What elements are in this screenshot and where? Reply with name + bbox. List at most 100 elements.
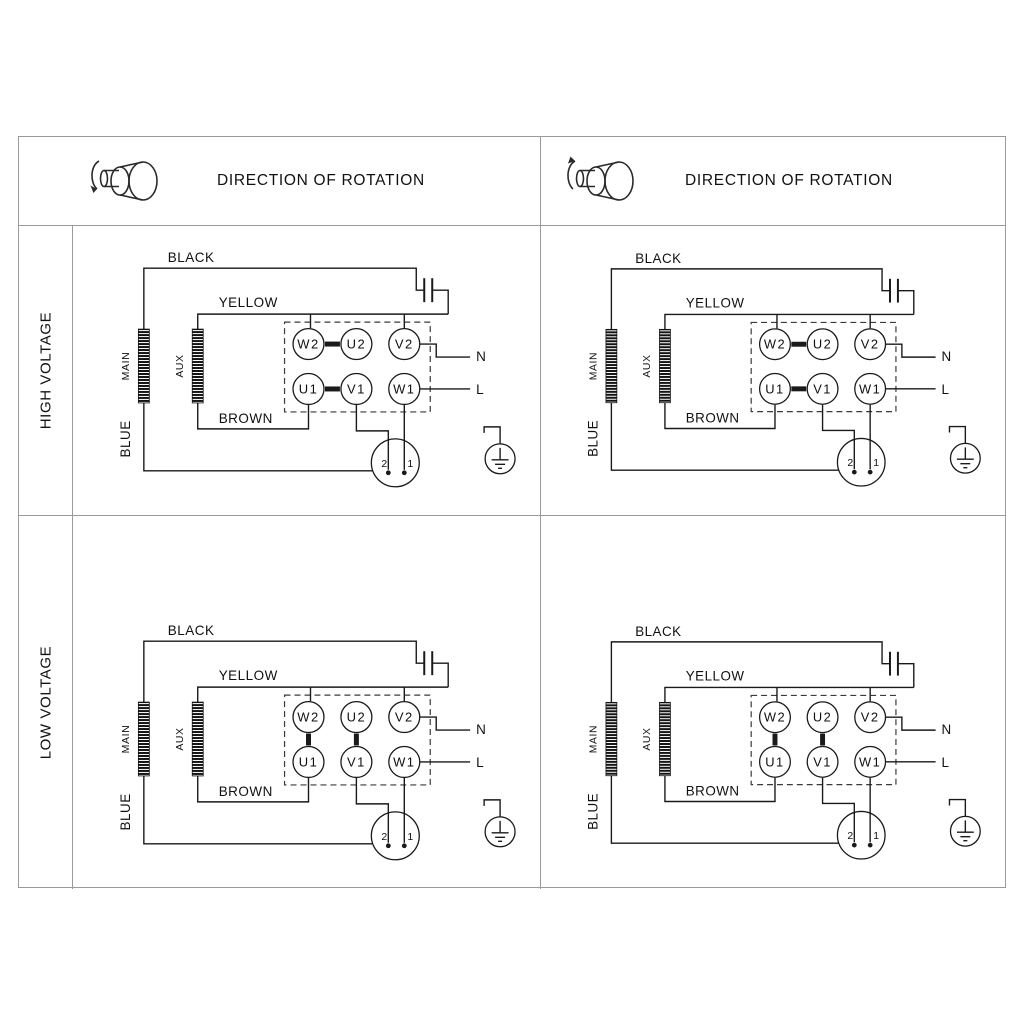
wiring [143,267,471,472]
blue-wire [143,402,373,472]
black-wire-label: BLACK [635,624,681,639]
terminal-w1 [388,745,421,779]
motor-wiring-diagram: BLACK YELLOW BROWN BLUE MAIN AUX W2 U2 V… [586,251,981,487]
blue-wire [610,775,839,844]
wiring [610,268,936,471]
yellow-wire-label: YELLOW [686,669,745,684]
blue-wire [143,775,373,845]
yellow-wire [664,686,914,703]
terminal-v2 [854,328,887,361]
terminal-v1 [806,372,839,405]
capacitor-icon [889,278,899,303]
neutral-wire [419,343,471,358]
v1-to-plug-wire [821,777,855,843]
terminal-w2-label: W2 [297,337,319,352]
neutral-label: N [942,722,952,737]
main-winding [605,328,618,404]
terminal-w2-label: W2 [764,710,786,725]
yellow-wire [197,686,449,703]
terminal-v1-label: V1 [813,754,832,769]
terminal-u2-label: U2 [813,337,832,352]
blue-wire-label: BLUE [118,793,133,830]
terminal-u2 [806,328,839,361]
plug-pin-1 [401,470,407,476]
terminal-u1 [758,372,791,405]
brown-wire-label: BROWN [686,411,740,426]
aux-winding-label: AUX [175,727,186,750]
terminal-v1 [806,745,839,778]
high-voltage-row: HIGH VOLTAGE [19,226,1005,516]
terminal-u1 [292,745,325,779]
terminal-w2 [292,700,325,734]
ground-icon [948,798,981,847]
yellow-wire-label: YELLOW [686,296,745,311]
plug-pin-2-label: 2 [381,459,387,470]
plug-connector [836,437,886,487]
blue-wire-label: BLUE [586,793,601,830]
blue-wire-label: BLUE [118,420,133,457]
low-voltage-row: LOW VOLTAGE [19,516,1005,889]
capacitor-icon [889,651,899,676]
terminal-w1-label: W1 [859,381,881,396]
row-label-low-voltage: LOW VOLTAGE [19,516,73,889]
terminal-v1 [340,745,373,779]
terminal-u1 [758,745,791,778]
ground-lead-wire [483,426,501,444]
black-wire-label: BLACK [168,250,215,265]
table-header-row: DIRECTION OF ROTATION DIRECTION OF ROTAT… [19,137,1005,226]
terminal-u1-label: U1 [765,381,784,396]
plug-pin-1-label: 1 [873,458,879,469]
terminal-u2-label: U2 [813,710,832,725]
main-winding [137,701,150,777]
yellow-wire [197,313,449,330]
brown-wire [197,775,310,803]
plug-pin-2-label: 2 [847,831,853,842]
terminal-w1-label: W1 [393,754,415,769]
main-winding-label: MAIN [589,352,600,380]
motor-wiring-diagram: BLACK YELLOW BROWN BLUE MAIN AUX W2 U2 V… [118,250,516,488]
aux-winding [659,328,671,404]
main-winding-label: MAIN [121,352,132,381]
capacitor-lead-wire [897,662,915,688]
aux-winding [191,701,204,777]
plug-connector [370,811,420,861]
diagram-cell-hv-cw: BLACK YELLOW BROWN BLUE MAIN AUX W2 U2 V… [541,226,1005,515]
v1-to-plug-wire [355,777,390,843]
ground-lead-wire [948,798,967,817]
capacitor-icon [423,651,434,676]
terminal-w2-label: W2 [297,710,319,725]
terminal-v2 [388,327,421,361]
blue-wire-label: BLUE [586,420,601,457]
terminal-u2-label: U2 [347,337,367,352]
yellow-wire-label: YELLOW [219,295,278,310]
low-voltage-text: LOW VOLTAGE [37,645,55,760]
header-cell-right: DIRECTION OF ROTATION [541,137,1005,225]
terminal-v2-label: V2 [395,710,414,725]
live-label: L [476,382,484,397]
aux-winding-label: AUX [175,354,186,377]
terminal-block-outline [283,694,431,786]
terminal-w1 [854,372,887,405]
plug-pin-2 [851,842,857,848]
yellow-wire-label: YELLOW [219,668,278,683]
main-winding [605,701,618,777]
high-voltage-text: HIGH VOLTAGE [37,311,54,430]
brown-wire-label: BROWN [686,784,740,799]
terminal-v2-label: V2 [861,337,880,352]
black-wire-label: BLACK [168,623,215,638]
terminal-u1-label: U1 [299,754,319,769]
plug-pin-2 [385,843,391,849]
terminal-w2-label: W2 [764,337,786,352]
black-wire [610,641,890,703]
neutral-label: N [476,722,486,737]
yellow-wire [664,313,914,330]
terminal-w1 [854,745,887,778]
diagram-cell-lv-cw: BLACK YELLOW BROWN BLUE MAIN AUX W2 U2 V… [541,516,1005,889]
plug-connector [836,810,886,860]
plug-pin-2-label: 2 [381,832,387,843]
plug-pin-2-label: 2 [847,458,853,469]
terminal-u2 [340,327,373,361]
diagram-cell-lv-ccw: BLACK YELLOW BROWN BLUE MAIN AUX W2 U2 V… [73,516,541,889]
aux-winding-label: AUX [642,727,653,750]
plug-pin-2 [385,470,391,476]
